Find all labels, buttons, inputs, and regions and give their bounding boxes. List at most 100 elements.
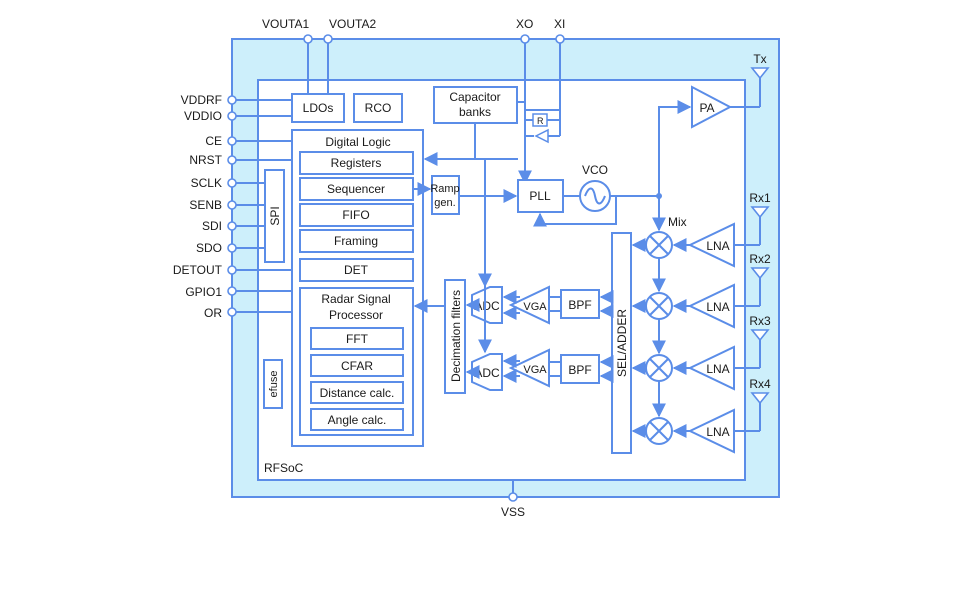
- decimation-filters-label: Decimation filters: [449, 290, 463, 382]
- lna-2-label: LNA: [706, 300, 729, 314]
- resistor-symbol: [532, 113, 548, 127]
- vga-2-label: VGA: [523, 364, 547, 376]
- antenna-label-rx3: Rx3: [749, 314, 771, 328]
- vco-label: VCO: [582, 163, 608, 177]
- spi-block: [264, 169, 285, 263]
- pll-block: [517, 179, 564, 213]
- pin-label-gpio1: GPIO1: [185, 285, 222, 299]
- adc-2: [471, 353, 503, 391]
- ramp-gen-block: [431, 175, 460, 215]
- antenna-rx3: [750, 329, 770, 342]
- antenna-rx1: [750, 206, 770, 219]
- pin-label-vouta1: VOUTA1: [262, 17, 309, 31]
- fft-label: FFT: [346, 332, 369, 346]
- bpf-2-label: BPF: [568, 363, 591, 377]
- fifo-block: [299, 203, 414, 227]
- pin-label-vss: VSS: [501, 505, 525, 519]
- pin-label-vddrf: VDDRF: [181, 93, 222, 107]
- pin-vss: [508, 492, 518, 502]
- det-label: DET: [344, 263, 369, 277]
- registers-label: Registers: [331, 156, 382, 170]
- vga-1-label: VGA: [523, 301, 547, 313]
- antenna-rx2: [750, 267, 770, 280]
- ramp-gen-label-line2: gen.: [434, 197, 455, 209]
- fifo-label: FIFO: [342, 208, 369, 222]
- bottom-pin: VSS: [501, 480, 525, 519]
- vco-sine-icon: [584, 187, 606, 205]
- rco-block: [353, 93, 403, 123]
- sel-adder-block: [611, 232, 632, 454]
- mix-label: Mix: [668, 215, 687, 229]
- pin-label-detout: DETOUT: [173, 263, 223, 277]
- lna-3-label: LNA: [706, 362, 729, 376]
- spi-label: SPI: [268, 206, 282, 225]
- digital-logic-label: Digital Logic: [325, 135, 390, 149]
- pin-label-or: OR: [204, 306, 222, 320]
- pin-xo: [520, 34, 530, 44]
- pin-label-vddio: VDDIO: [184, 109, 222, 123]
- lnas: LNA LNA LNA LNA: [687, 222, 735, 454]
- sequencer-label: Sequencer: [327, 182, 385, 196]
- distance-calc-label: Distance calc.: [320, 386, 395, 400]
- pin-label-nrst: NRST: [189, 153, 222, 167]
- adc-2-label: ADC: [474, 366, 500, 380]
- chip-label: RFSoC: [264, 461, 304, 475]
- framing-block: [299, 229, 414, 253]
- decimation-filters-block: [444, 279, 466, 394]
- pin-vouta2: [323, 34, 333, 44]
- distance-calc-block: [310, 381, 404, 404]
- sel-adder-label: SEL/ADDER: [615, 309, 629, 377]
- pa-amplifier: [691, 85, 733, 129]
- signal-wiring: [413, 100, 692, 438]
- pin-label-xi: XI: [554, 17, 565, 31]
- rco-label: RCO: [365, 101, 392, 115]
- det-block: [299, 258, 414, 282]
- bpf-1-label: BPF: [568, 298, 591, 312]
- pin-vouta1: [303, 34, 313, 44]
- lna-1-label: LNA: [706, 239, 729, 253]
- antenna-tx: [750, 67, 770, 80]
- antenna-label-rx1: Rx1: [749, 191, 771, 205]
- left-pins: VDDRF VDDIO CE NRST SCLK SENB SDI SDO DE…: [173, 93, 300, 320]
- rsp-label-line1: Radar Signal: [321, 292, 390, 306]
- pa-label: PA: [699, 101, 714, 115]
- pin-label-sclk: SCLK: [191, 176, 222, 190]
- antenna-label-rx2: Rx2: [749, 252, 771, 266]
- fft-block: [310, 327, 404, 350]
- resistor-label: R: [537, 116, 544, 126]
- antenna-rx4: [750, 392, 770, 405]
- capacitor-banks-label-line2: banks: [459, 105, 491, 119]
- mixers: Mix: [645, 215, 687, 445]
- ldos-label: LDOs: [303, 101, 334, 115]
- pin-label-xo: XO: [516, 17, 533, 31]
- capacitor-banks-block: [433, 86, 518, 124]
- lna-4-label: LNA: [706, 425, 729, 439]
- framing-label: Framing: [334, 234, 378, 248]
- rsp-label-line2: Processor: [329, 308, 383, 322]
- pin-label-ce: CE: [205, 134, 222, 148]
- bpf-1: [560, 289, 600, 319]
- antenna-label-rx4: Rx4: [749, 377, 771, 391]
- pin-label-vouta2: VOUTA2: [329, 17, 376, 31]
- antenna-label-tx: Tx: [753, 52, 766, 66]
- pin-label-senb: SENB: [189, 198, 222, 212]
- adc-1-label: ADC: [474, 299, 500, 313]
- crystal-network: R: [517, 43, 561, 185]
- efuse-label: efuse: [268, 371, 280, 398]
- pin-label-sdo: SDO: [196, 241, 222, 255]
- efuse-block: [263, 359, 283, 409]
- ramp-gen-label-line1: Ramp: [430, 183, 459, 195]
- registers-block: [299, 151, 414, 175]
- angle-calc-block: [310, 408, 404, 431]
- bpf-2: [560, 354, 600, 384]
- angle-calc-label: Angle calc.: [328, 413, 387, 427]
- pin-label-sdi: SDI: [202, 219, 222, 233]
- pll-label: PLL: [529, 189, 551, 203]
- ldos-block: [291, 93, 345, 123]
- cfar-block: [310, 354, 404, 377]
- capacitor-banks-label-line1: Capacitor: [449, 90, 500, 104]
- vga-2: [508, 348, 550, 388]
- pin-xi: [555, 34, 565, 44]
